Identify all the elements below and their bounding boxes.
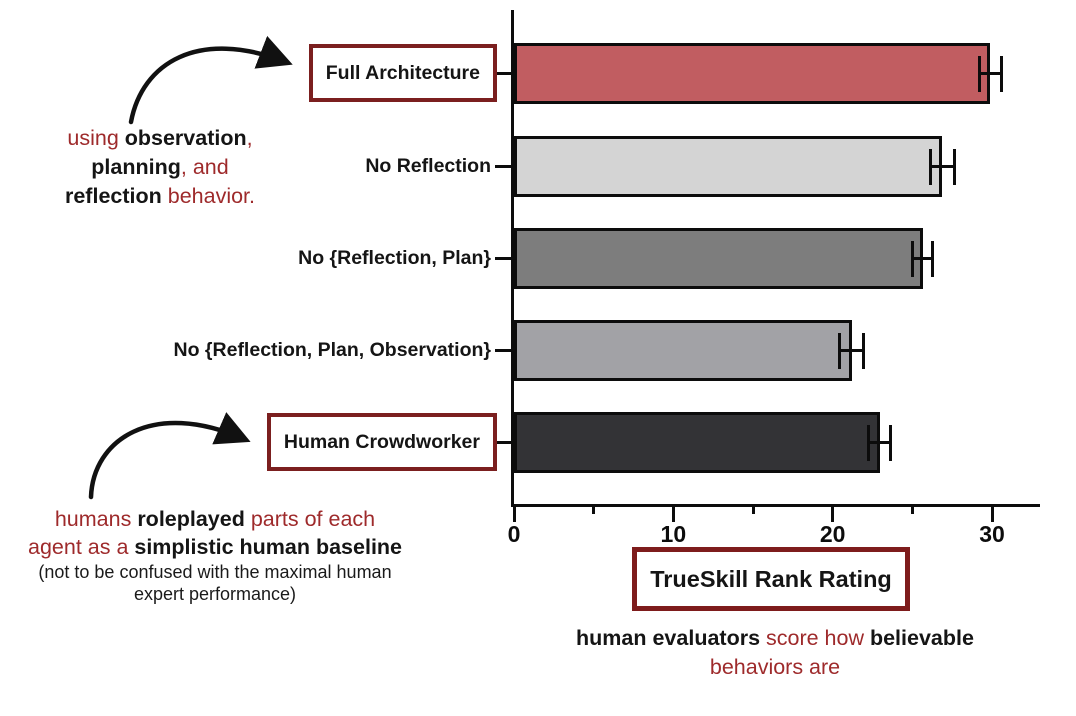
error-bar-cap bbox=[928, 148, 932, 185]
error-bar-cap bbox=[862, 332, 866, 369]
bar-full-architecture bbox=[514, 43, 991, 104]
category-label-box-human-crowdworker: Human Crowdworker bbox=[266, 413, 497, 471]
category-label-no-reflection: No Reflection bbox=[365, 154, 491, 177]
text-segment: observation bbox=[124, 126, 247, 150]
annotation-line: reflection behavior. bbox=[30, 182, 290, 211]
text-segment: , and bbox=[180, 155, 229, 179]
text-segment: parts of each bbox=[244, 507, 376, 531]
text-segment: reflection bbox=[64, 184, 162, 208]
text-segment: , bbox=[246, 126, 253, 150]
text-segment: believable bbox=[869, 626, 974, 650]
y-axis-row-tick bbox=[495, 72, 514, 75]
y-axis-row-tick bbox=[495, 441, 514, 444]
xlabel-text: TrueSkill Rank Rating bbox=[650, 565, 892, 592]
crowdworker-annotation: humans roleplayed parts of each agent as… bbox=[8, 505, 422, 605]
x-major-tick bbox=[831, 505, 835, 522]
error-bar-line bbox=[930, 165, 955, 168]
annotation-line: planning, and bbox=[30, 153, 290, 182]
caption-line: human evaluators score how believable bbox=[520, 624, 1030, 653]
y-axis-row-tick bbox=[495, 165, 514, 168]
error-bar-cap bbox=[952, 148, 956, 185]
text-segment: behavior. bbox=[161, 184, 255, 208]
error-bar-line bbox=[839, 349, 864, 352]
annotation-line-small: expert performance) bbox=[8, 583, 422, 605]
error-bar-cap bbox=[977, 55, 981, 92]
error-bar-cap bbox=[911, 240, 915, 277]
bar-no-reflection-plan bbox=[514, 228, 923, 289]
x-tick-label: 10 bbox=[660, 521, 687, 547]
y-axis-row-tick bbox=[495, 349, 514, 352]
text-segment: behaviors are bbox=[709, 655, 841, 679]
text-segment: (not to be confused with the maximal hum… bbox=[38, 562, 392, 582]
error-bar-cap bbox=[838, 332, 842, 369]
x-tick-label: 20 bbox=[819, 521, 846, 547]
error-bar-line bbox=[912, 257, 933, 260]
text-segment: human evaluators bbox=[576, 626, 761, 650]
x-minor-tick bbox=[751, 505, 755, 514]
annotation-line: using observation, bbox=[30, 124, 290, 153]
x-major-tick bbox=[512, 505, 516, 522]
caption-line: behaviors are bbox=[520, 653, 1030, 682]
bar-human-crowdworker bbox=[514, 412, 880, 473]
xlabel-box: TrueSkill Rank Rating bbox=[632, 547, 910, 611]
text-segment: roleplayed bbox=[137, 507, 245, 531]
bar-no-reflection-plan-observation bbox=[514, 320, 852, 381]
text-segment: using bbox=[67, 126, 125, 150]
x-minor-tick bbox=[592, 505, 596, 514]
category-label-box-full-architecture: Full Architecture bbox=[308, 44, 497, 102]
error-bar-cap bbox=[867, 424, 871, 461]
text-segment: score how bbox=[760, 626, 870, 650]
error-bar-line bbox=[979, 72, 1002, 75]
x-major-tick bbox=[671, 505, 675, 522]
error-bar-cap bbox=[889, 424, 893, 461]
axis-caption: human evaluators score how believable be… bbox=[520, 624, 1030, 682]
architecture-annotation: using observation, planning, and reflect… bbox=[30, 124, 290, 211]
x-major-tick bbox=[990, 505, 994, 522]
category-label-no-reflection-plan: No {Reflection, Plan} bbox=[298, 246, 491, 269]
x-tick-label: 0 bbox=[507, 521, 521, 547]
annotation-line: agent as a simplistic human baseline bbox=[8, 533, 422, 561]
error-bar-cap bbox=[999, 55, 1003, 92]
text-segment: simplistic human baseline bbox=[134, 535, 403, 559]
error-bar-line bbox=[868, 441, 891, 444]
annotation-line-small: (not to be confused with the maximal hum… bbox=[8, 561, 422, 583]
category-label-no-reflection-plan-observation: No {Reflection, Plan, Observation} bbox=[173, 338, 491, 361]
x-tick-label: 30 bbox=[979, 521, 1005, 547]
bar-no-reflection bbox=[514, 136, 943, 197]
x-axis-line bbox=[511, 504, 1040, 507]
text-segment: planning bbox=[91, 155, 181, 179]
y-axis-row-tick bbox=[495, 257, 514, 260]
text-segment: humans bbox=[54, 507, 138, 531]
text-segment: agent as a bbox=[27, 535, 135, 559]
x-minor-tick bbox=[910, 505, 914, 514]
annotation-line: humans roleplayed parts of each bbox=[8, 505, 422, 533]
text-segment: expert performance) bbox=[133, 584, 297, 604]
error-bar-cap bbox=[930, 240, 934, 277]
